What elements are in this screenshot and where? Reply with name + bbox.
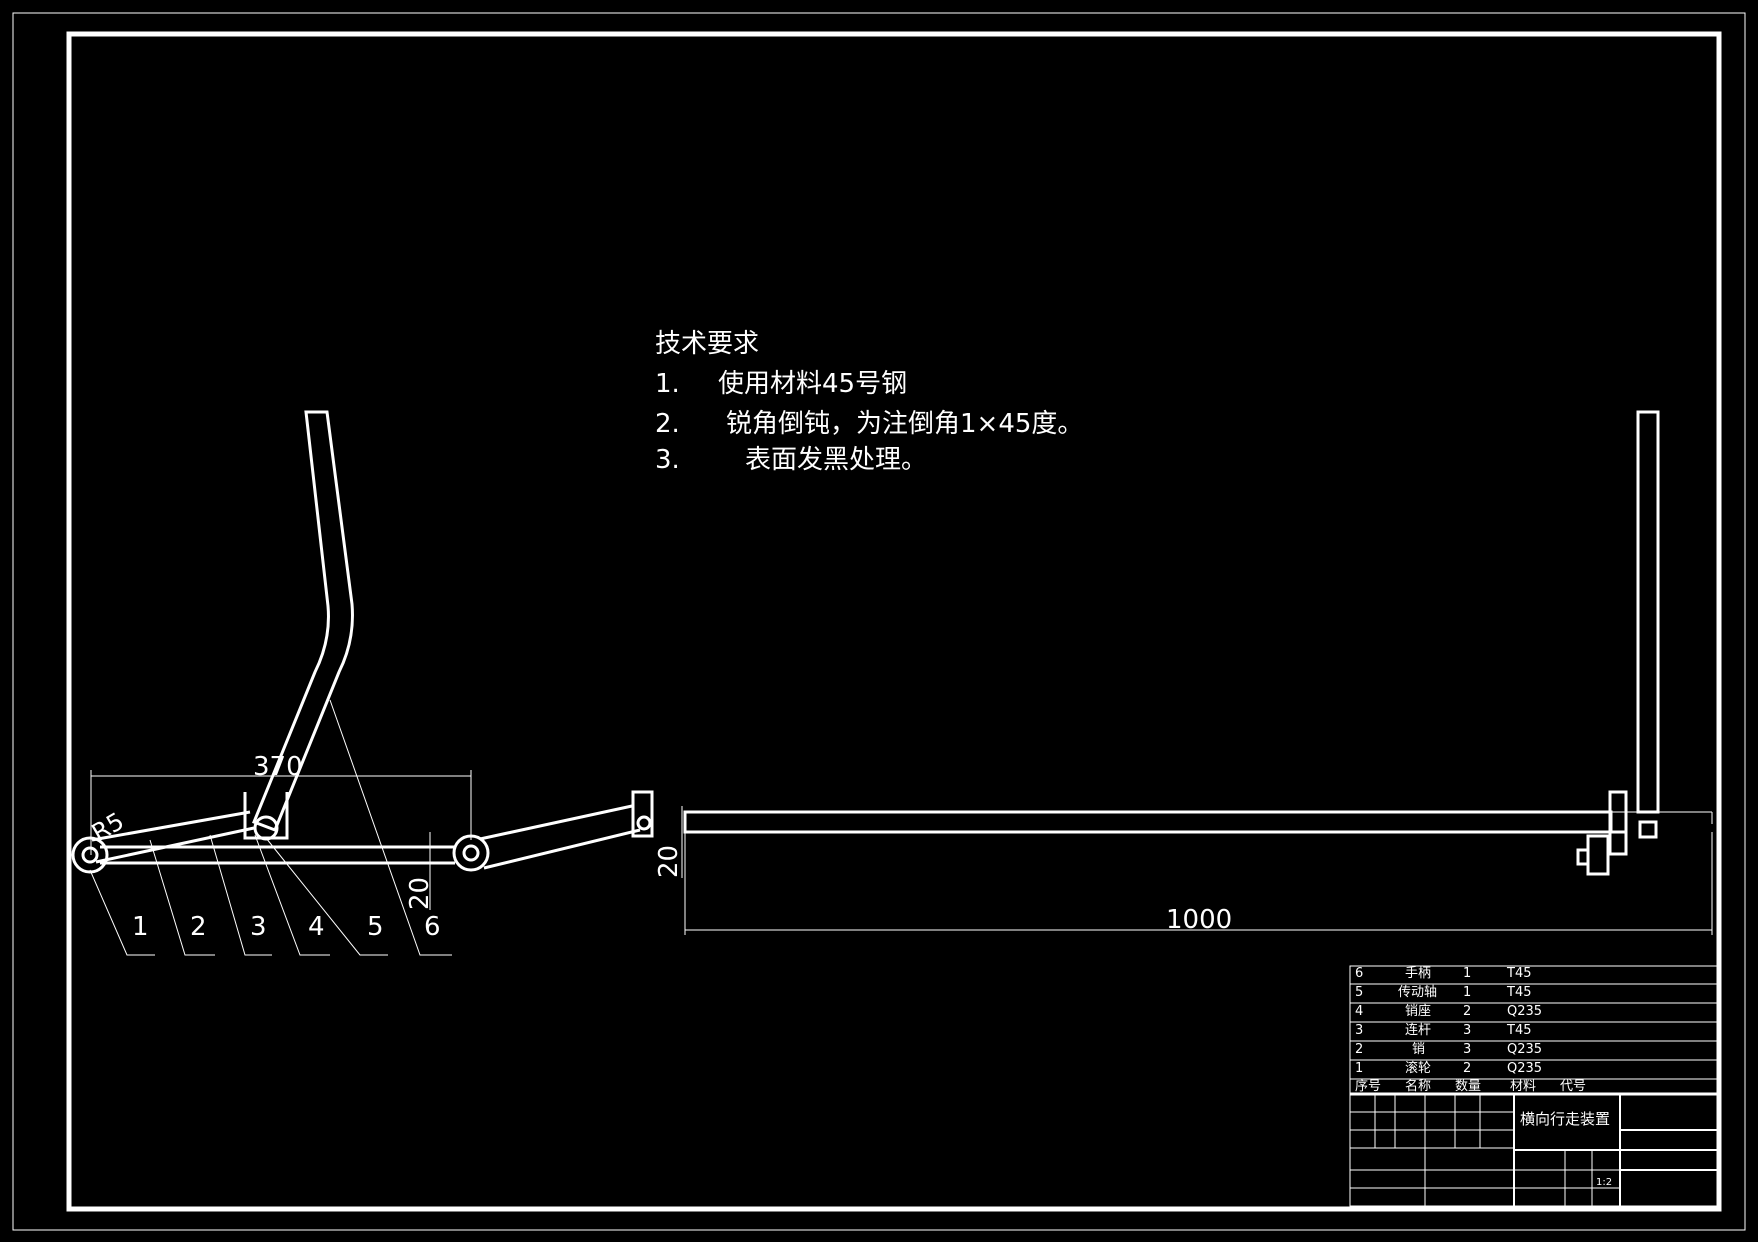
bom-name: 销: [1412, 1042, 1425, 1057]
technical-requirements: 技术要求 1. 使用材料45号钢 2. 锐角倒钝，为注倒角1×45度。 3. 表…: [655, 329, 1083, 475]
bom-name: 连杆: [1405, 1022, 1431, 1038]
drawing-name: 横向行走装置: [1520, 1110, 1610, 1128]
bom-name: 手柄: [1405, 966, 1431, 981]
middle-wheel-hub: [462, 844, 480, 862]
bom-rows: 6 手柄 1 T45 5 传动轴 1 T45 4 销座 2 Q235 3 连杆 …: [1355, 966, 1586, 1094]
leader-2: [149, 839, 215, 956]
bom-no: 4: [1355, 1004, 1363, 1019]
outer-border: [12, 12, 1746, 1231]
bom-name: 传动轴: [1398, 985, 1437, 1000]
upper-link: [91, 810, 255, 864]
tech-req-title: 技术要求: [655, 329, 759, 359]
tech-req-num-1: 1.: [655, 369, 680, 399]
bom-header-no: 序号: [1355, 1079, 1381, 1094]
bom-name: 滚轮: [1405, 1060, 1431, 1076]
bom-no: 2: [1355, 1042, 1363, 1057]
bom-material: T45: [1506, 1023, 1531, 1038]
tech-req-text-1: 使用材料45号钢: [718, 369, 907, 399]
left-dimensions: [89, 699, 472, 956]
lower-bar: [100, 845, 455, 865]
right-pin: [636, 815, 652, 831]
bom-no: 5: [1355, 985, 1363, 1000]
bom-no: 1: [1355, 1061, 1363, 1076]
callout-5: 5: [367, 912, 384, 942]
leader-3: [209, 834, 272, 956]
left-wheel: [71, 836, 109, 874]
bom-qty: 2: [1463, 1004, 1471, 1019]
bom-no: 3: [1355, 1023, 1363, 1038]
bom-material: T45: [1506, 985, 1531, 1000]
pin-seat-side: [1608, 830, 1628, 856]
dim-20-left-label: 20: [405, 877, 435, 910]
bom-header-material: 材料: [1510, 1079, 1536, 1094]
right-pin-seat: [631, 790, 654, 838]
handle-outline: [252, 410, 354, 832]
bom-header-name: 名称: [1405, 1078, 1431, 1094]
bom-table: [1349, 965, 1719, 1207]
bom-header: 序号 名称 数量 材料 代号: [1355, 1078, 1586, 1094]
bom-name: 销座: [1405, 1004, 1431, 1019]
dim-370-label: 370: [253, 752, 303, 782]
leader-4: [254, 834, 330, 956]
part-callouts: 1 2 3 4 5 6: [132, 912, 441, 942]
bom-material: Q235: [1507, 1061, 1542, 1076]
bom-row: 2 销 3 Q235: [1355, 1042, 1542, 1057]
bom-no: 6: [1355, 966, 1363, 981]
pin-seat-pin: [253, 815, 279, 841]
leader-1: [89, 869, 155, 956]
leader-5: [265, 837, 388, 956]
callout-6: 6: [424, 912, 441, 942]
wheel-axle: [1576, 848, 1590, 866]
callout-4: 4: [308, 912, 325, 942]
bom-qty: 3: [1463, 1023, 1471, 1038]
callout-3: 3: [250, 912, 267, 942]
bom-row: 6 手柄 1 T45: [1355, 966, 1531, 981]
inner-border: [66, 31, 1722, 1212]
callout-1: 1: [132, 912, 149, 942]
bom-material: T45: [1506, 966, 1531, 981]
bom-outer: [1349, 965, 1719, 1207]
tech-req-num-2: 2.: [655, 409, 680, 439]
bom-row: 5 传动轴 1 T45: [1355, 985, 1531, 1000]
tech-req-num-3: 3.: [655, 445, 680, 475]
tech-req-text-3: 表面发黑处理。: [745, 445, 927, 475]
bom-qty: 1: [1463, 966, 1471, 981]
bom-qty: 2: [1463, 1061, 1471, 1076]
leader-6: [329, 699, 452, 956]
scale-value: 1:2: [1596, 1177, 1612, 1188]
dim-20-right-label: 20: [654, 845, 684, 878]
bom-material: Q235: [1507, 1004, 1542, 1019]
bom-qty: 1: [1463, 985, 1471, 1000]
bom-header-qty: 数量: [1455, 1079, 1481, 1094]
left-wheel-hub: [81, 846, 99, 864]
right-link: [479, 804, 641, 870]
tech-req-text-2: 锐角倒钝，为注倒角1×45度。: [726, 409, 1083, 439]
bom-material: Q235: [1507, 1042, 1542, 1057]
bom-row: 1 滚轮 2 Q235: [1355, 1060, 1542, 1076]
callout-2: 2: [190, 912, 207, 942]
shaft-end: [1638, 820, 1658, 839]
right-dimensions: [681, 806, 1713, 935]
bom-qty: 3: [1463, 1042, 1471, 1057]
dim-1000-label: 1000: [1166, 905, 1232, 935]
bom-row: 3 连杆 3 T45: [1355, 1022, 1531, 1038]
bom-header-code: 代号: [1560, 1079, 1586, 1094]
bom-row: 4 销座 2 Q235: [1355, 1004, 1542, 1019]
